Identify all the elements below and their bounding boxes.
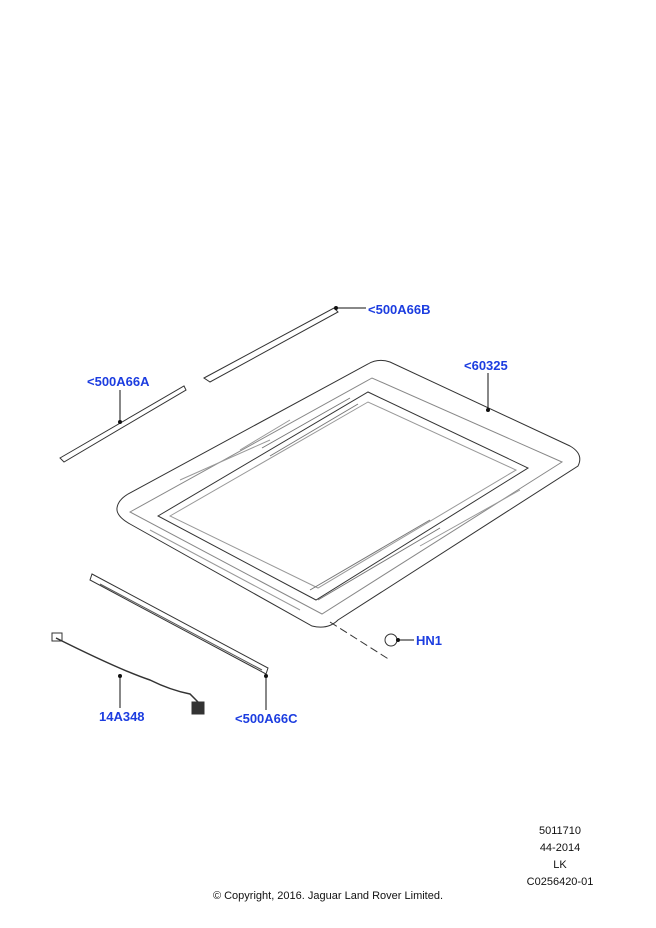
callout-14A348[interactable]: 14A348 bbox=[99, 709, 145, 724]
seal-strip-a bbox=[59, 385, 187, 463]
callout-500A66C[interactable]: <500A66C bbox=[235, 711, 298, 726]
callout-HN1[interactable]: HN1 bbox=[416, 633, 443, 648]
illustration-reference: C0256420-01 bbox=[526, 876, 594, 888]
callout-60325[interactable]: <60325 bbox=[464, 358, 508, 373]
wiring-harness bbox=[55, 637, 199, 703]
callout-500A66B[interactable]: <500A66B bbox=[368, 302, 431, 317]
harness-connector-b bbox=[191, 701, 205, 715]
clip-hn1 bbox=[384, 633, 398, 647]
illustration-number: 5011710 bbox=[538, 825, 581, 837]
seal-strip-b bbox=[203, 307, 339, 383]
sunroof-opening bbox=[156, 391, 530, 601]
copyright-notice: © Copyright, 2016. Jaguar Land Rover Lim… bbox=[212, 890, 444, 902]
harness-connector-a bbox=[51, 632, 63, 642]
callout-500A66A[interactable]: <500A66A bbox=[87, 374, 150, 389]
illustration-code: LK bbox=[553, 859, 567, 871]
roof-panel bbox=[116, 359, 581, 628]
illustration-date: 44-2014 bbox=[539, 842, 581, 854]
